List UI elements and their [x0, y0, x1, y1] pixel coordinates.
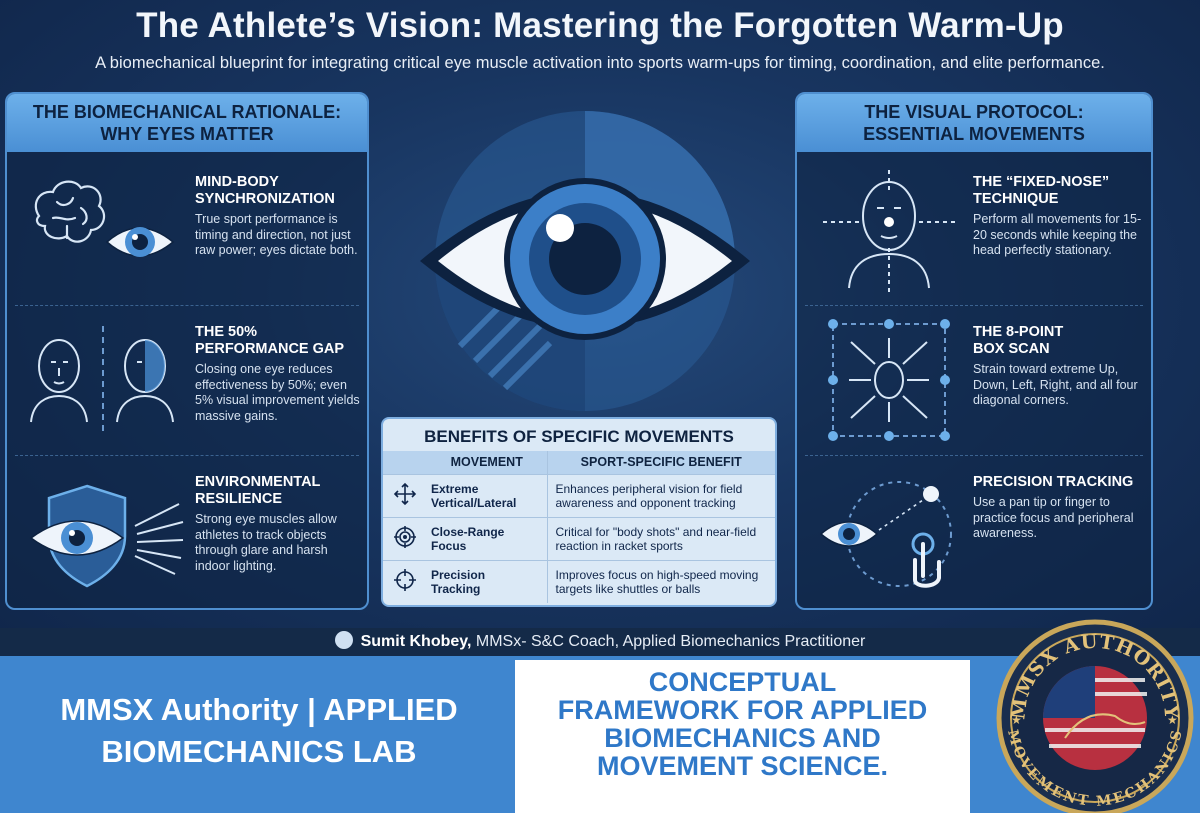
divider — [15, 455, 359, 456]
fixed-head-icon — [823, 170, 955, 292]
rationale-panel: THE BIOMECHANICAL RATIONALE: WHY EYES MA… — [5, 92, 369, 610]
protocol-heading-line2: ESSENTIAL MOVEMENTS — [863, 124, 1085, 144]
divider — [15, 305, 359, 306]
benefit-cell: Enhances peripheral vision for field awa… — [546, 473, 775, 517]
resilience-body: Strong eye muscles allow athletes to tra… — [195, 512, 337, 573]
svg-text:★: ★ — [1167, 713, 1178, 727]
concept-box: CONCEPTUAL FRAMEWORK FOR APPLIED BIOMECH… — [515, 660, 970, 813]
protocol-item-tracking: PRECISION TRACKING Use a pan tip or fing… — [797, 456, 1151, 606]
fixed-nose-body: Perform all movements for 15-20 seconds … — [973, 212, 1142, 257]
page-title: The Athlete’s Vision: Mastering the Forg… — [136, 6, 1064, 45]
benefits-table-title: BENEFITS OF SPECIFIC MOVEMENTS — [424, 427, 734, 446]
rationale-item-gap: THE 50%PERFORMANCE GAP Closing one eye r… — [7, 306, 367, 456]
rationale-panel-heading: THE BIOMECHANICAL RATIONALE: WHY EYES MA… — [7, 94, 367, 152]
protocol-heading-line1: THE VISUAL PROTOCOL: — [864, 102, 1084, 122]
brain-and-eye-icon — [34, 180, 175, 257]
divider — [805, 455, 1143, 456]
tracking-body: Use a pan tip or finger to practice focu… — [973, 495, 1134, 540]
central-eye-icon — [420, 111, 750, 411]
gap-title: THE 50%PERFORMANCE GAP — [195, 324, 345, 357]
author-role: MMSx- S&C Coach, Applied Biomechanics Pr… — [471, 633, 866, 650]
protocol-panel: THE VISUAL PROTOCOL: ESSENTIAL MOVEMENTS… — [795, 92, 1153, 610]
author-credit: Sumit Khobey, MMSx- S&C Coach, Applied B… — [0, 628, 1200, 656]
lab-name: MMSX Authority | APPLIED BIOMECHANICS LA… — [60, 692, 458, 769]
header-benefit: SPORT-SPECIFIC BENEFIT — [546, 451, 775, 474]
table-header-row: MOVEMENT SPORT-SPECIFIC BENEFIT — [383, 451, 775, 474]
tracking-finger-icon — [819, 481, 952, 588]
svg-text:★: ★ — [1011, 713, 1022, 727]
sync-body: True sport performance is timing and dir… — [195, 212, 358, 257]
box-scan-body: Strain toward extreme Up, Down, Left, Ri… — [973, 362, 1138, 407]
arrows-cross-icon — [393, 482, 417, 506]
benefits-table: BENEFITS OF SPECIFIC MOVEMENTS MOVEMENT … — [381, 417, 777, 607]
benefit-cell: Improves focus on high-speed moving targ… — [546, 559, 775, 603]
rationale-heading-line2: WHY EYES MATTER — [100, 124, 274, 144]
mmsx-seal-logo: MMSX AUTHORITY MOVEMENT MECHANICS ★ ★ — [996, 619, 1194, 813]
rationale-heading-line1: THE BIOMECHANICAL RATIONALE: — [32, 102, 342, 122]
target-icon — [394, 526, 416, 548]
movement-cell: Extreme — [431, 481, 479, 496]
fixed-nose-title: THE “FIXED-NOSE”TECHNIQUE — [973, 174, 1110, 207]
author-name: Sumit Khobey, — [360, 633, 472, 650]
crosshair-icon — [394, 569, 416, 592]
tracking-title: PRECISION TRACKING — [973, 474, 1134, 490]
protocol-panel-heading: THE VISUAL PROTOCOL: ESSENTIAL MOVEMENTS — [797, 94, 1151, 152]
divider — [805, 305, 1143, 306]
header-movement: MOVEMENT — [427, 451, 547, 474]
movement-cell: Close-Range — [431, 524, 505, 539]
movement-cell: Precision — [431, 567, 486, 582]
box-scan-icon — [828, 319, 950, 441]
person-icon — [334, 631, 353, 649]
benefit-cell: Critical for "body shots" and near-field… — [546, 516, 775, 560]
face-comparison-icon — [30, 326, 174, 432]
protocol-item-fixed-nose: THE “FIXED-NOSE”TECHNIQUE Perform all mo… — [797, 156, 1151, 306]
gap-body: Closing one eye reduces effectiveness by… — [195, 362, 360, 423]
page-subtitle: A biomechanical blueprint for integratin… — [95, 54, 1105, 72]
shield-eye-icon — [29, 484, 184, 588]
header-icon-col — [383, 451, 427, 474]
